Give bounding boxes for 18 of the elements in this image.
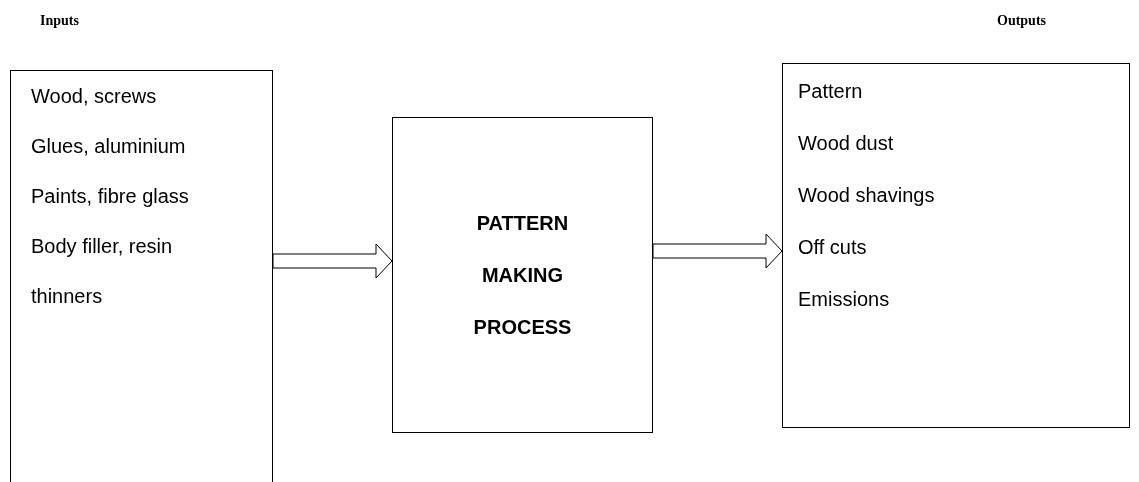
column-heading: Inputs — [40, 13, 79, 29]
process-label: PATTERN MAKING PROCESS — [472, 211, 573, 340]
list-box — [782, 63, 1130, 428]
list-item: Off cuts — [798, 235, 868, 260]
column-heading: Outputs — [997, 13, 1047, 29]
block-arrow — [652, 233, 783, 269]
list-box — [10, 70, 273, 482]
list-item: Body filler, resin — [31, 234, 174, 259]
list-item: Paints, fibre glass — [31, 184, 190, 209]
list-item: Wood shavings — [798, 183, 936, 208]
list-item: Pattern — [798, 79, 864, 104]
process-box — [392, 117, 653, 433]
list-item: Wood, screws — [31, 84, 158, 109]
block-arrow — [272, 243, 393, 279]
list-item: Emissions — [798, 287, 891, 312]
list-item: thinners — [31, 284, 104, 309]
list-item: Wood dust — [798, 131, 895, 156]
list-item: Glues, aluminium — [31, 134, 187, 159]
